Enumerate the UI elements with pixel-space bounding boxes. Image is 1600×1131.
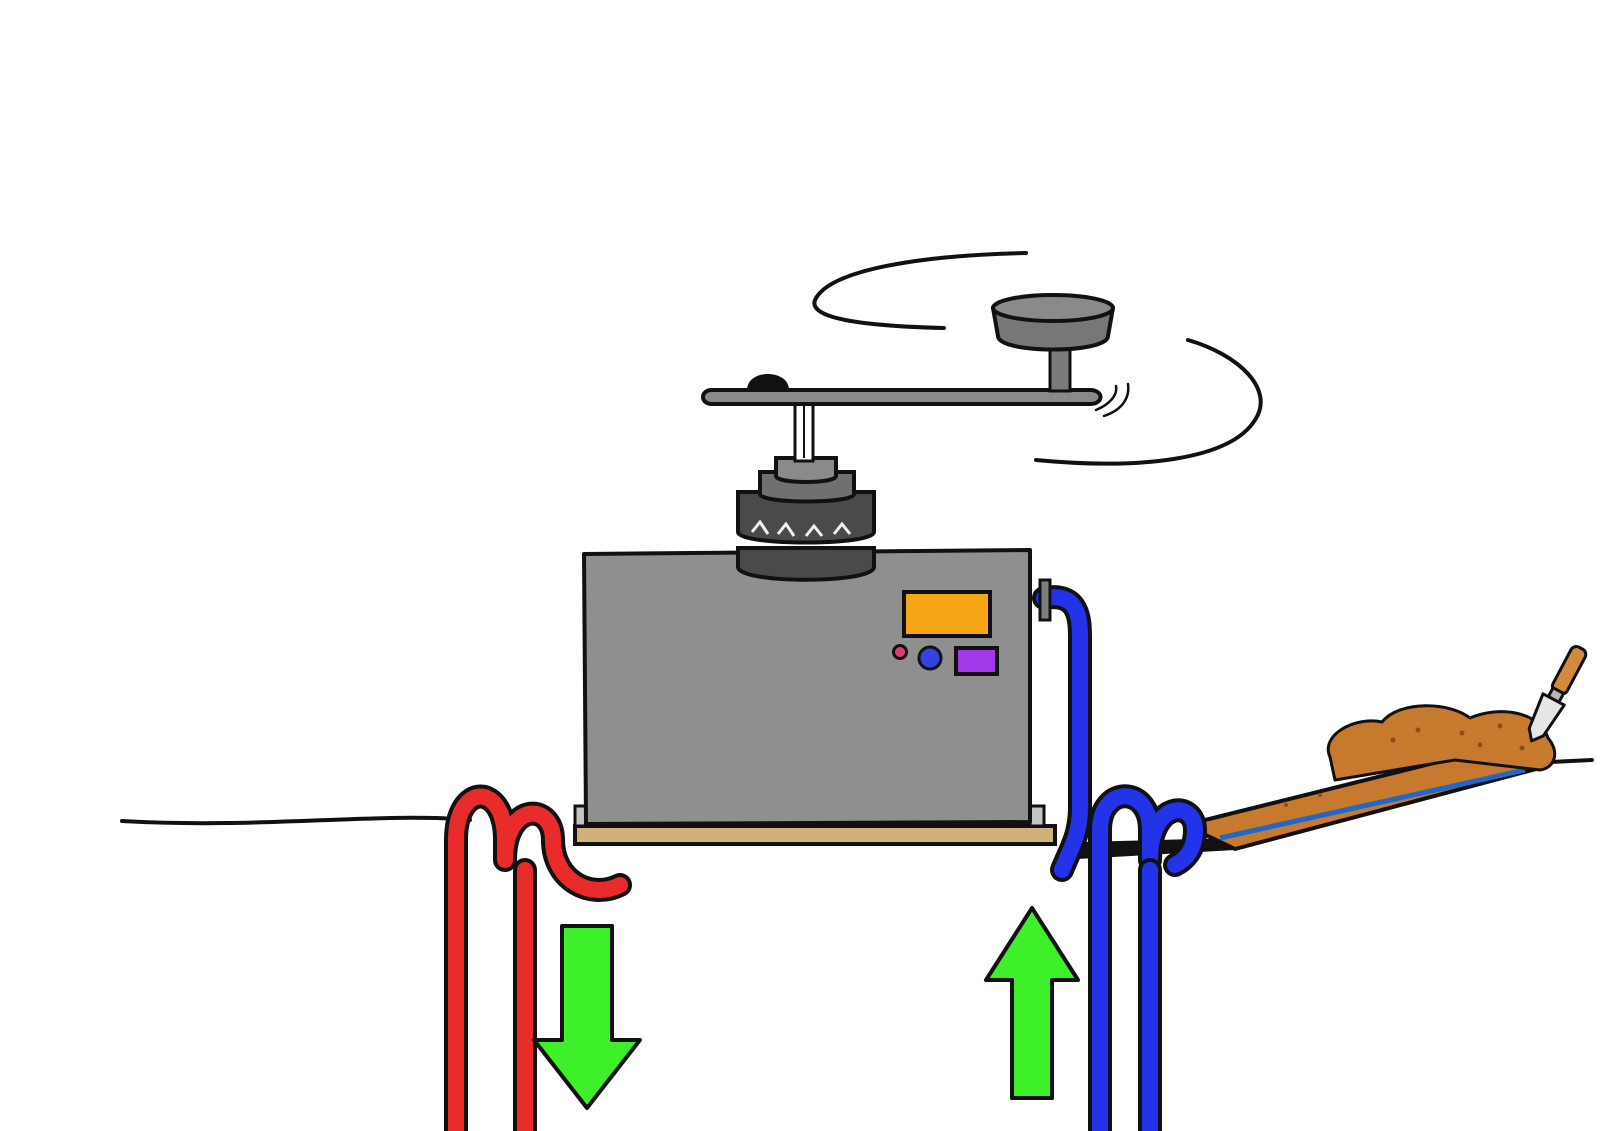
rotor-base-ring (736, 546, 876, 582)
rotor-arm (701, 293, 1115, 406)
heat-pump-unit (582, 548, 1032, 826)
soil-specks (1284, 723, 1525, 807)
cold-pipe (1032, 578, 1207, 1131)
motion-lines-icon (812, 251, 1263, 466)
control-panel-purple (954, 646, 999, 676)
soil-pile (1326, 704, 1557, 782)
arm-bar (701, 388, 1103, 406)
trowel-icon (1527, 645, 1588, 743)
arm-post (1048, 345, 1072, 393)
mount-foot-right (1028, 804, 1046, 828)
arm-cup-rim (991, 293, 1115, 323)
hot-pipe (444, 784, 632, 1131)
rotor-stack (736, 401, 876, 582)
mount-board (573, 824, 1057, 846)
rotor-top-tier (774, 456, 838, 484)
cold-pipe-inlet (1038, 578, 1052, 622)
trowel-blade (1527, 692, 1566, 743)
control-knob-blue (917, 645, 943, 671)
rotor-gear-ring (736, 490, 876, 545)
arm-counterweight (746, 374, 790, 391)
arrow-down-icon (532, 924, 642, 1110)
indicator-light-pink (892, 644, 908, 660)
arrow-up-icon (984, 906, 1080, 1100)
ground-line (120, 815, 472, 826)
trench-water (1219, 767, 1526, 841)
control-display (902, 590, 992, 638)
rotor-gear-teeth (750, 519, 852, 537)
trench (1060, 704, 1557, 860)
